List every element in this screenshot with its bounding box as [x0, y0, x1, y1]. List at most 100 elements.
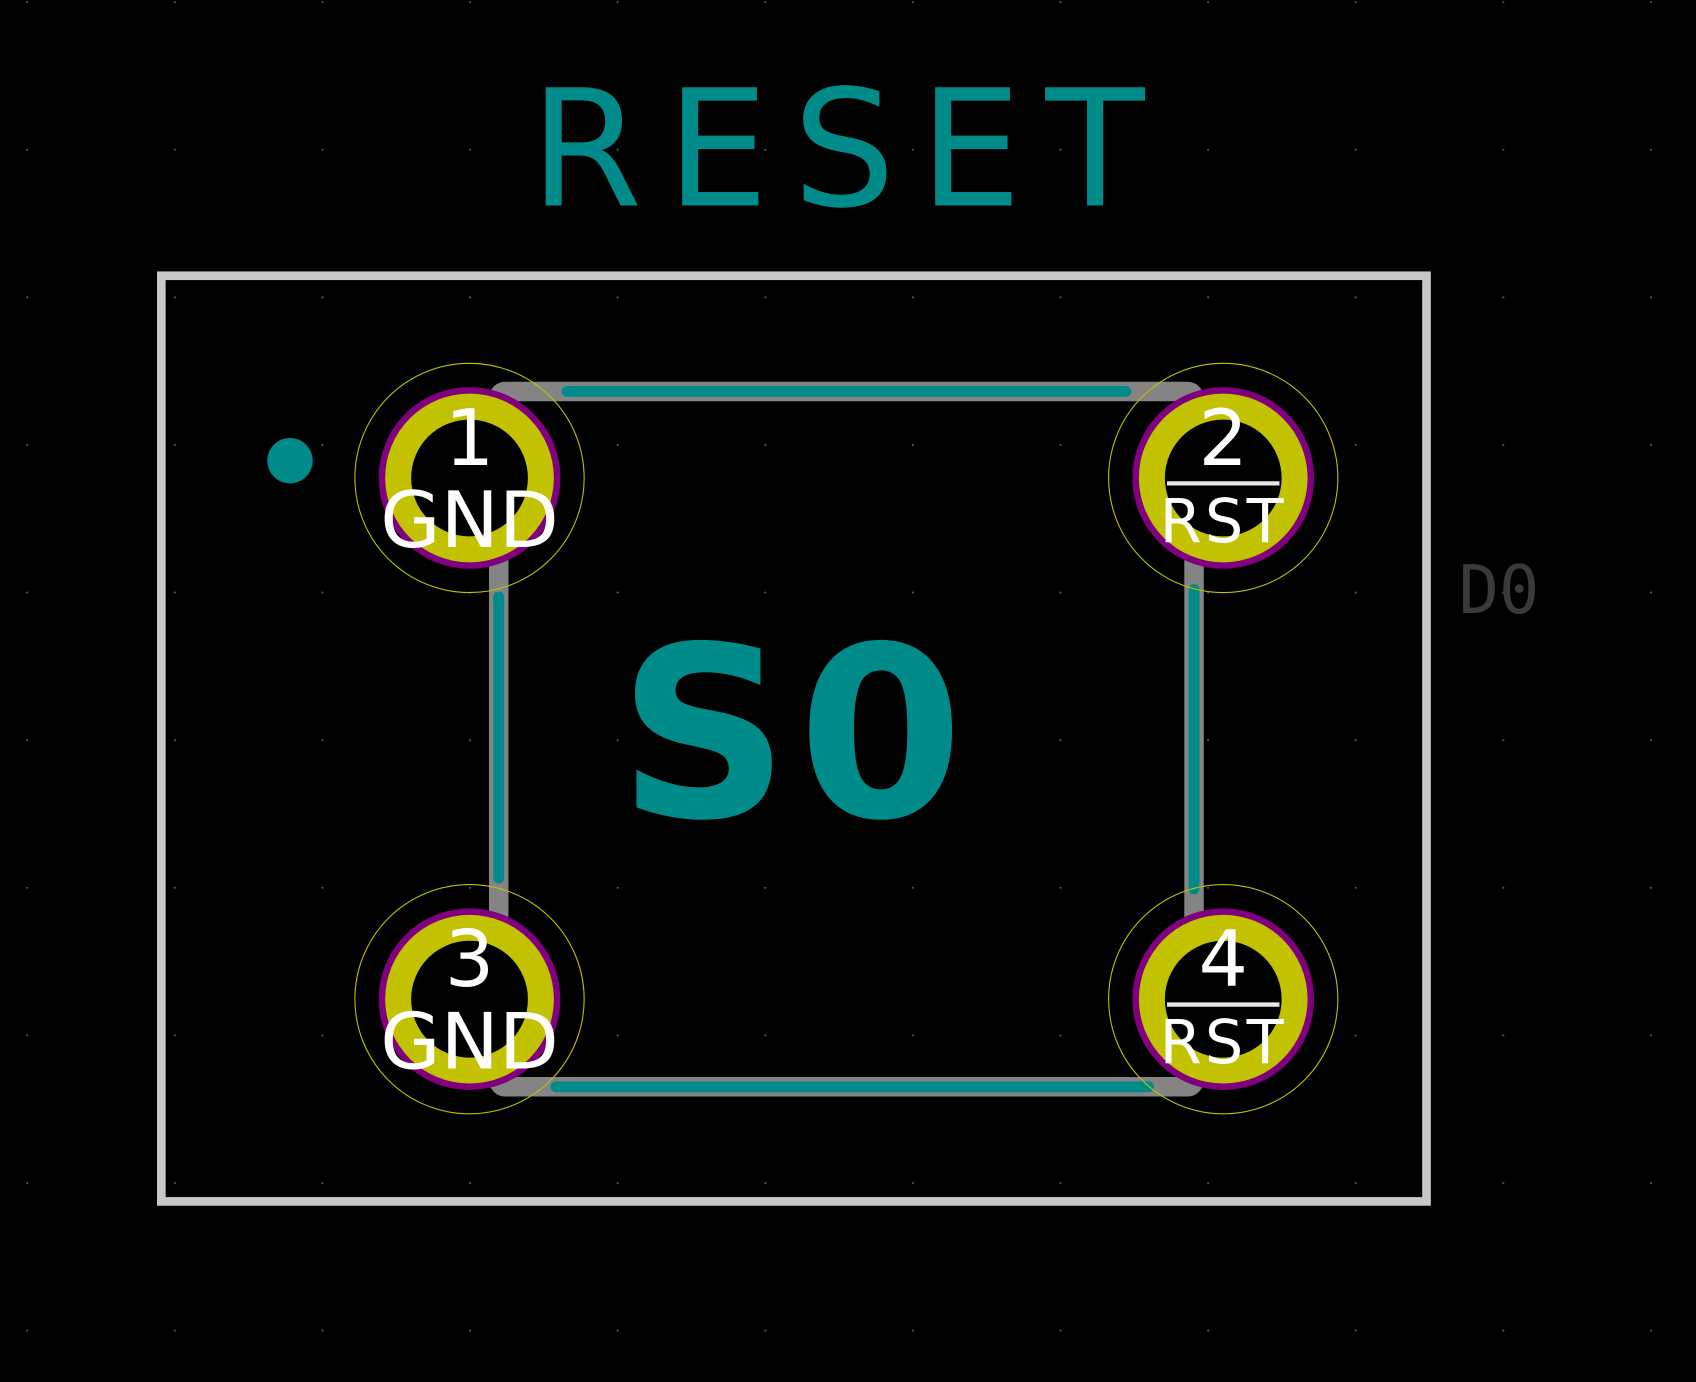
- grid-dot: [1207, 739, 1210, 742]
- grid-dot: [616, 296, 619, 299]
- pad-net-name: GND: [380, 997, 559, 1087]
- grid-dot: [1354, 591, 1357, 594]
- grid-dot: [1502, 296, 1505, 299]
- grid-dot: [1649, 739, 1653, 742]
- grid-dot: [1354, 296, 1357, 299]
- grid-dot: [1649, 591, 1653, 594]
- grid-dot: [26, 296, 29, 299]
- grid-dot: [1059, 1034, 1062, 1037]
- pad-number: 2: [1198, 394, 1248, 484]
- grid-dot: [173, 1034, 176, 1037]
- grid-dot: [173, 1181, 176, 1185]
- grid-dot: [1059, 443, 1062, 447]
- grid-dot: [468, 739, 472, 742]
- grid-dot: [1502, 1181, 1505, 1185]
- grid-dot: [616, 591, 619, 594]
- grid-dot: [173, 591, 176, 594]
- grid-dot: [1207, 148, 1210, 151]
- grid-dot: [1502, 1, 1505, 4]
- pin1-marker-dot: [267, 437, 313, 484]
- grid-dot: [1502, 591, 1505, 594]
- grid-dot: [468, 1181, 472, 1185]
- grid-dot: [911, 1181, 914, 1185]
- grid-dot: [764, 296, 767, 299]
- grid-dot: [321, 1329, 324, 1332]
- grid-dot: [1207, 1, 1210, 4]
- grid-dot: [173, 1, 176, 4]
- pad-3[interactable]: 3 GND: [354, 884, 585, 1115]
- grid-dot: [1649, 148, 1653, 151]
- grid-dot: [26, 1181, 29, 1185]
- grid-dot: [26, 1034, 29, 1037]
- courtyard-outline[interactable]: [156, 271, 1431, 1206]
- grid-dot: [1059, 739, 1062, 742]
- grid-dot: [1354, 886, 1357, 889]
- pad-4[interactable]: 4 RST: [1108, 884, 1339, 1115]
- pad-drill-hole: [411, 419, 528, 537]
- grid-dot: [321, 296, 324, 299]
- pad-drill-hole: [411, 940, 528, 1058]
- pad-clearance: [354, 362, 585, 594]
- grid-dot: [764, 443, 767, 447]
- grid-dot: [911, 886, 914, 889]
- grid-dot: [911, 1329, 914, 1332]
- grid-dot: [1059, 148, 1062, 151]
- grid-dot: [1649, 1181, 1653, 1185]
- pad-clearance: [354, 884, 585, 1115]
- grid-dot: [321, 1034, 324, 1037]
- pad-1[interactable]: 1 GND: [354, 362, 585, 594]
- pad-net-name: RST: [1160, 1008, 1287, 1078]
- grid-dot: [1207, 296, 1210, 299]
- grid-dot: [468, 886, 472, 889]
- grid-dot: [1502, 1329, 1505, 1332]
- grid-dot: [173, 296, 176, 299]
- grid-dot: [1502, 739, 1505, 742]
- grid-dot: [321, 148, 324, 151]
- grid-dot: [616, 886, 619, 889]
- grid-dot: [911, 739, 914, 742]
- pad-net-name: GND: [380, 476, 559, 566]
- grid-dot: [468, 148, 472, 151]
- grid-dot: [26, 443, 29, 447]
- pad-2[interactable]: 2 RST: [1108, 362, 1339, 594]
- grid-dot: [764, 1329, 767, 1332]
- grid-dot: [764, 1181, 767, 1185]
- grid-dot: [764, 1034, 767, 1037]
- grid-dot: [1059, 591, 1062, 594]
- grid-dot: [1059, 1, 1062, 4]
- grid-dot: [173, 148, 176, 151]
- grid-dot: [764, 1, 767, 4]
- grid-dot: [321, 1, 324, 4]
- grid-dot: [26, 1, 29, 4]
- grid-dot: [468, 1329, 472, 1332]
- grid-dot: [321, 591, 324, 594]
- grid-dot: [26, 739, 29, 742]
- value-label[interactable]: RESET: [530, 55, 1169, 244]
- grid-dot: [1649, 1034, 1653, 1037]
- grid-dot: [1354, 148, 1357, 151]
- grid-dot: [1354, 1034, 1357, 1037]
- grid-dot: [321, 443, 324, 447]
- grid-dot: [911, 443, 914, 447]
- grid-dot: [911, 296, 914, 299]
- grid-dot: [173, 739, 176, 742]
- grid-dot: [911, 1, 914, 4]
- grid-dot: [1649, 1329, 1653, 1332]
- grid-dot: [1354, 1181, 1357, 1185]
- grid-dot: [1649, 443, 1653, 447]
- grid-dot: [911, 591, 914, 594]
- pad-drill-hole: [1164, 419, 1282, 537]
- courtyard-text: D0: [1459, 551, 1540, 629]
- grid-dot: [1059, 1329, 1062, 1332]
- pad-net-name: RST: [1160, 487, 1287, 557]
- reference-label[interactable]: S0: [618, 596, 972, 873]
- pad-clearance: [1108, 362, 1339, 594]
- grid-dot: [1354, 443, 1357, 447]
- grid-dot: [1354, 1329, 1357, 1332]
- grid-dot: [764, 591, 767, 594]
- grid-dot: [173, 1329, 176, 1332]
- grid-dot: [1207, 886, 1210, 889]
- pad-number: 3: [445, 915, 495, 1005]
- grid-dot: [468, 296, 472, 299]
